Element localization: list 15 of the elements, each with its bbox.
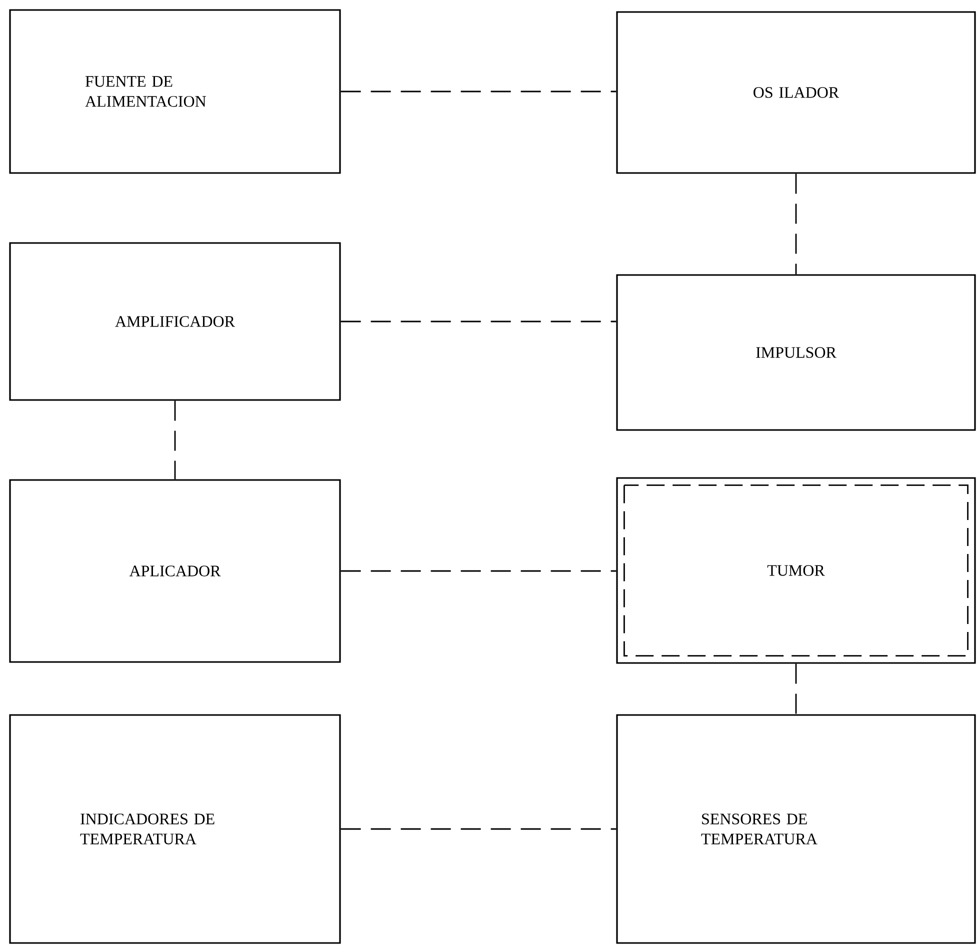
connector-line [340,828,616,830]
connector-line [340,90,616,92]
connector-line [795,174,797,274]
block-box: FUENTE DE ALIMENTACION [9,9,341,174]
connector-line [795,664,797,714]
dashed-frame-box: TUMOR [616,477,976,664]
block-box: SENSORES DE TEMPERATURA [616,714,976,944]
block-box: OS ILADOR [616,11,976,174]
block-box: IMPULSOR [616,274,976,431]
block-box: AMPLIFICADOR [9,242,341,401]
block-box: APLICADOR [9,479,341,663]
connector-line [340,570,616,572]
block-box: INDICADORES DE TEMPERATURA [9,714,341,944]
connector-line [174,400,176,480]
connector-line [340,320,616,322]
